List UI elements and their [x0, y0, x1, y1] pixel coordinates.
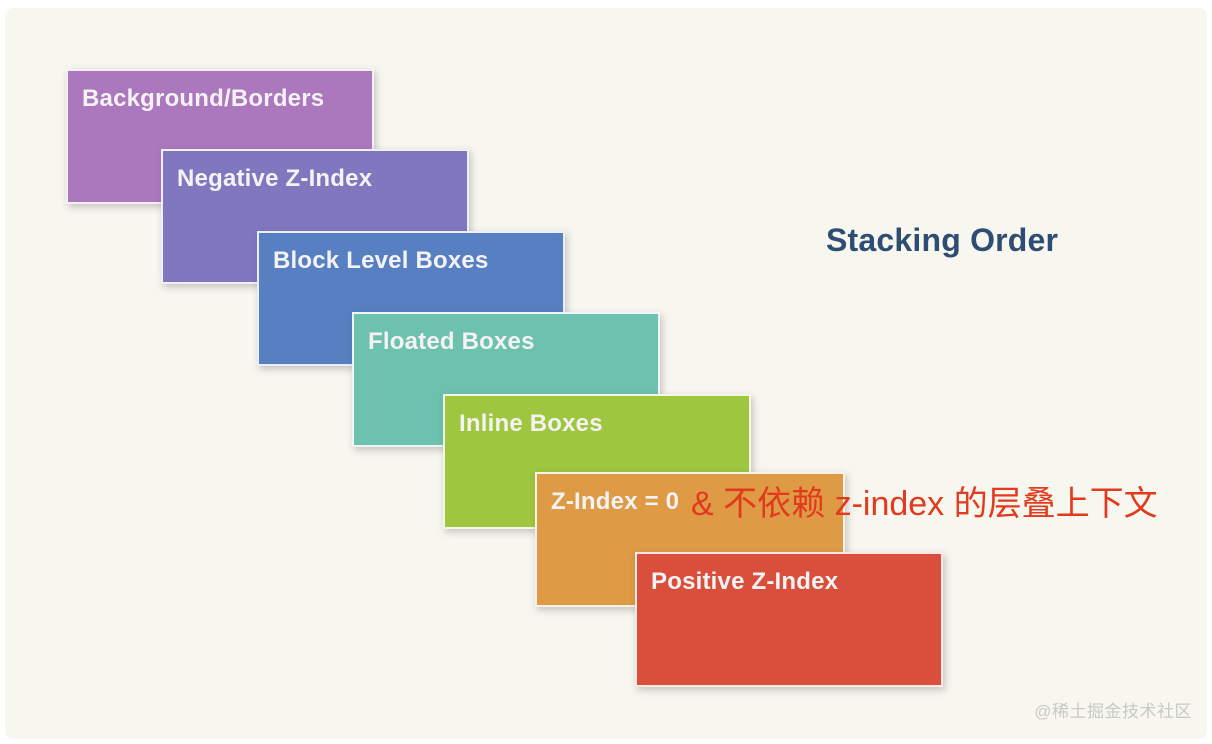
layer-label-block-level-boxes: Block Level Boxes [273, 247, 489, 274]
layer-label-background-borders: Background/Borders [82, 85, 325, 112]
layer-label-positive-z-index: Positive Z-Index [651, 568, 839, 595]
layer-label-inline-boxes: Inline Boxes [459, 410, 603, 437]
diagram-canvas: Background/Borders Negative Z-Index Bloc… [5, 8, 1207, 739]
layer-label-z-index-0: Z-Index = 0 [551, 488, 680, 515]
watermark: @稀土掘金技术社区 [1034, 702, 1192, 721]
diagram-title: Stacking Order [826, 222, 1059, 258]
layer-box-positive-z-index: Positive Z-Index [635, 552, 943, 687]
annotation-text: & 不依赖 z-index 的层叠上下文 [691, 485, 1158, 523]
layer-label-floated-boxes: Floated Boxes [368, 328, 535, 355]
layer-label-negative-z-index: Negative Z-Index [177, 165, 373, 192]
